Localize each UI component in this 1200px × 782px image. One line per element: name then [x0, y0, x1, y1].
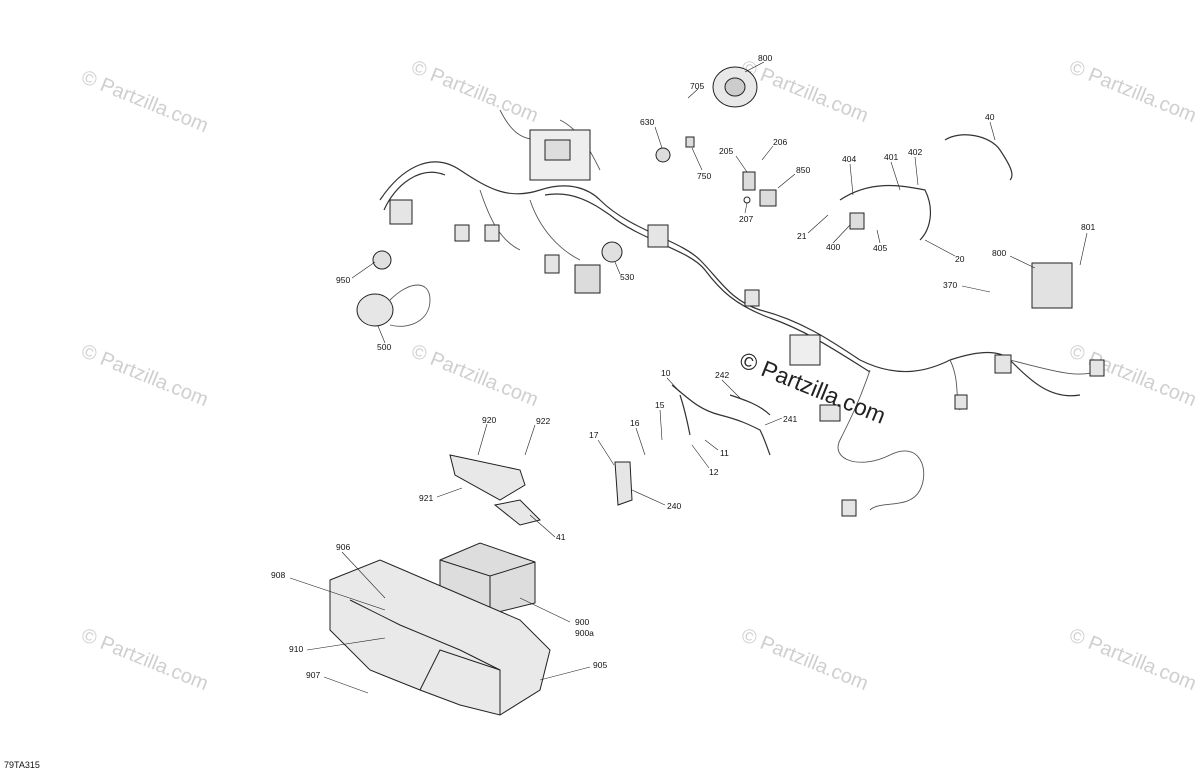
callout-922: 922 — [536, 416, 550, 426]
watermark-tiles: © Partzilla.com © Partzilla.com © Partzi… — [78, 56, 1199, 695]
callout-801: 801 — [1081, 222, 1095, 232]
callout-750: 750 — [697, 171, 711, 181]
watermark-tile: © Partzilla.com — [408, 56, 541, 127]
callout-15: 15 — [655, 400, 665, 410]
callout-205: 205 — [719, 146, 733, 156]
callout-630: 630 — [640, 117, 654, 127]
callout-404: 404 — [842, 154, 856, 164]
callout-900a: 900a — [575, 628, 594, 638]
callout-labels: 800 705 630 750 205 206 850 207 40 404 4… — [271, 53, 1095, 680]
callout-900: 900 — [575, 617, 589, 627]
callout-370: 370 — [943, 280, 957, 290]
watermark-tile: © Partzilla.com — [78, 624, 211, 695]
callout-16: 16 — [630, 418, 640, 428]
callout-207: 207 — [739, 214, 753, 224]
callout-920: 920 — [482, 415, 496, 425]
callout-500: 500 — [377, 342, 391, 352]
watermark-tile: © Partzilla.com — [408, 340, 541, 411]
callout-242: 242 — [715, 370, 729, 380]
callout-400: 400 — [826, 242, 840, 252]
callout-705: 705 — [690, 81, 704, 91]
callout-40: 40 — [985, 112, 995, 122]
battery-tray — [329, 559, 551, 716]
callout-950: 950 — [336, 275, 350, 285]
watermark-tile: © Partzilla.com — [1066, 624, 1199, 695]
watermark-tile: © Partzilla.com — [738, 624, 871, 695]
callout-908: 908 — [271, 570, 285, 580]
callout-240: 240 — [667, 501, 681, 511]
callout-921: 921 — [419, 493, 433, 503]
battery-cables — [614, 384, 771, 506]
callout-12: 12 — [709, 467, 719, 477]
watermark-tile: © Partzilla.com — [1066, 56, 1199, 127]
watermark-tile: © Partzilla.com — [738, 56, 871, 127]
callout-10: 10 — [661, 368, 671, 378]
callout-21: 21 — [797, 231, 807, 241]
upper-components — [356, 66, 1073, 327]
watermark-tile: © Partzilla.com — [78, 66, 211, 137]
callout-20: 20 — [955, 254, 965, 264]
callout-401: 401 — [884, 152, 898, 162]
callout-905: 905 — [593, 660, 607, 670]
callout-910: 910 — [289, 644, 303, 654]
callout-907: 907 — [306, 670, 320, 680]
callout-800-b: 800 — [992, 248, 1006, 258]
callout-906: 906 — [336, 542, 350, 552]
callout-800: 800 — [758, 53, 772, 63]
callout-405: 405 — [873, 243, 887, 253]
diagram-code: 79TA315 — [4, 760, 40, 770]
callout-41: 41 — [556, 532, 566, 542]
callout-11: 11 — [720, 448, 729, 458]
watermark-tile: © Partzilla.com — [1066, 340, 1199, 411]
callout-206: 206 — [773, 137, 787, 147]
leader-lines — [289, 61, 1088, 694]
watermark-tile: © Partzilla.com — [78, 340, 211, 411]
main-wiring-harness — [379, 109, 1105, 517]
callout-530: 530 — [620, 272, 634, 282]
callout-241: 241 — [783, 414, 797, 424]
battery-bracket — [449, 454, 541, 526]
callout-17: 17 — [589, 430, 599, 440]
callout-402: 402 — [908, 147, 922, 157]
callout-850: 850 — [796, 165, 810, 175]
